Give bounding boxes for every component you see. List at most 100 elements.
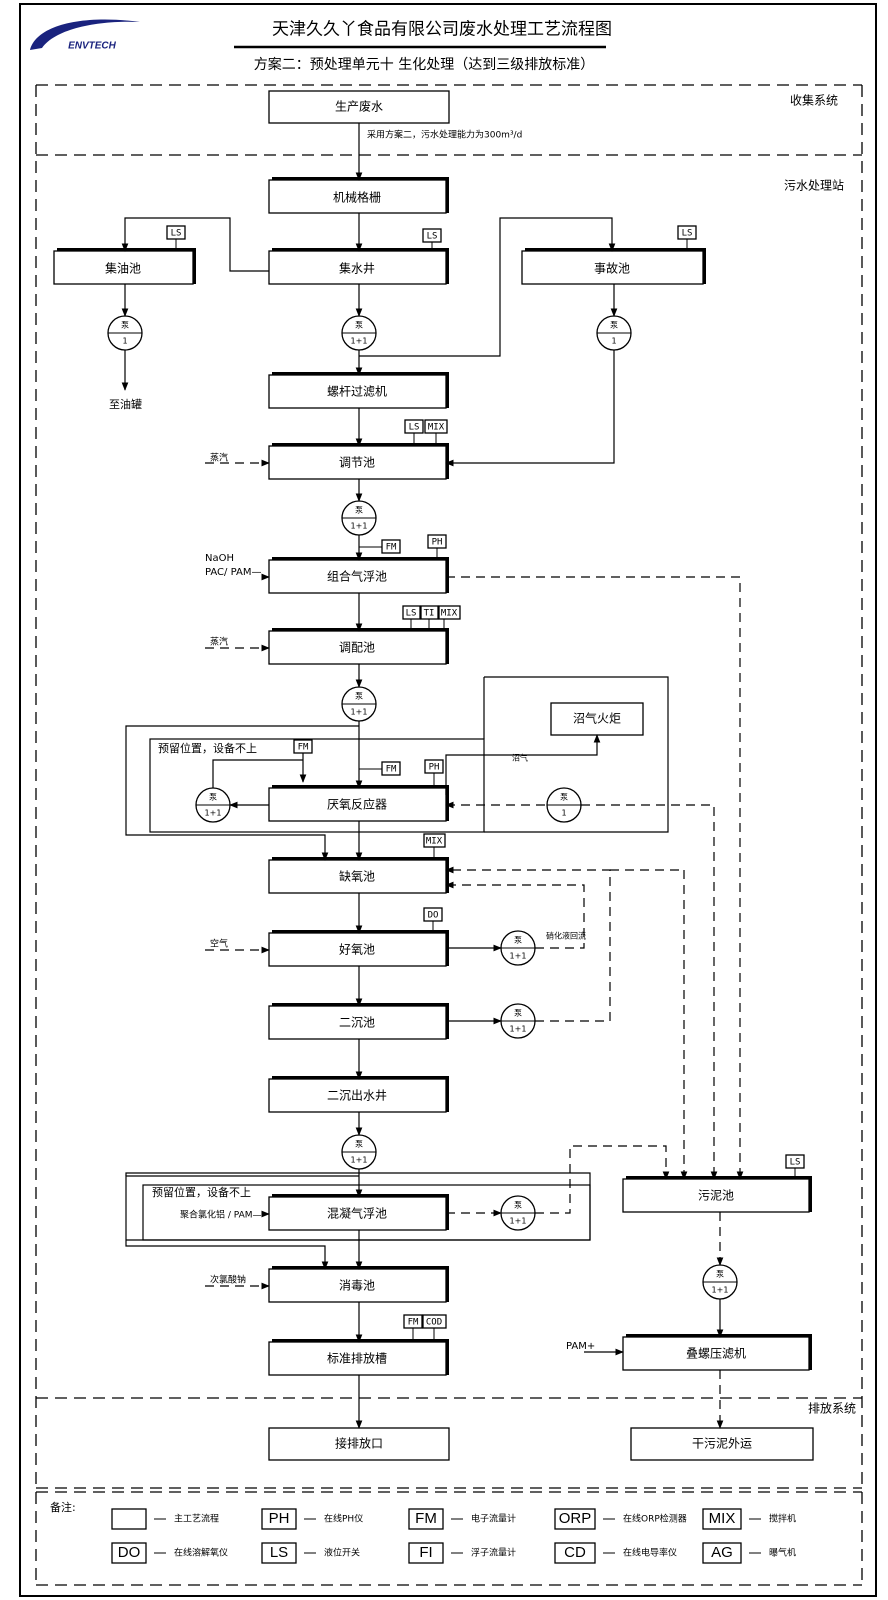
svg-text:调节池: 调节池 bbox=[339, 456, 375, 470]
unit-combined-flotation: 组合气浮池 bbox=[268, 557, 449, 594]
svg-text:MIX: MIX bbox=[709, 1510, 736, 1527]
legend-item-do: DO 在线溶解氧仪 bbox=[111, 1542, 228, 1564]
diagram-title: 天津久久丫食品有限公司废水处理工艺流程图 bbox=[272, 20, 612, 40]
svg-text:FI: FI bbox=[419, 1544, 432, 1561]
coag-chem-label: 聚合氯化铝 / PAM— bbox=[180, 1209, 262, 1221]
reserved-label-1: 预留位置，设备不上 bbox=[158, 741, 257, 755]
svg-text:泵: 泵 bbox=[209, 793, 217, 802]
unit-ph-adjust-tank: 调配池 bbox=[268, 628, 449, 665]
legend-item-fm: FM 电子流量计 bbox=[408, 1508, 516, 1530]
logo-text: ENVTECH bbox=[68, 41, 117, 52]
tag-ls: LS bbox=[422, 228, 442, 251]
unit-oil-trap: 集油池 bbox=[53, 248, 196, 285]
svg-text:缺氧池: 缺氧池 bbox=[339, 869, 375, 884]
unit-aerobic-tank: 好氧池 bbox=[268, 930, 449, 967]
unit-clarifier-outlet-well: 二沉出水井 bbox=[268, 1076, 449, 1113]
svg-text:泵: 泵 bbox=[560, 793, 568, 802]
pump-oil: 泵 1 bbox=[107, 315, 143, 351]
unit-screw-press: 叠螺压滤机 bbox=[622, 1334, 812, 1371]
reserved-label-2: 预留位置，设备不上 bbox=[152, 1185, 251, 1199]
unit-screw-filter: 螺杆过滤机 bbox=[268, 372, 449, 409]
pump-accident-tank: 泵 1 bbox=[596, 315, 632, 351]
svg-text:事故池: 事故池 bbox=[594, 261, 630, 276]
svg-text:MIX: MIX bbox=[426, 837, 443, 847]
svg-text:好氧池: 好氧池 bbox=[339, 943, 375, 957]
svg-text:COD: COD bbox=[426, 1318, 442, 1328]
tag-do: DO bbox=[423, 907, 443, 933]
unit-sludge-tank: 污泥池 bbox=[622, 1176, 812, 1213]
svg-text:TI: TI bbox=[424, 609, 435, 619]
unit-discharge-outlet: 接排放口 bbox=[268, 1427, 450, 1461]
nitrified-return-label: 硝化液回流 bbox=[546, 931, 586, 941]
svg-text:1: 1 bbox=[122, 337, 127, 346]
flow-note: 采用方案二，污水处理能力为300m³/d bbox=[367, 129, 522, 141]
tag-ti: TI bbox=[420, 605, 439, 631]
svg-text:AG: AG bbox=[711, 1544, 733, 1561]
tag-ls: LS bbox=[402, 605, 421, 631]
svg-text:集水井: 集水井 bbox=[339, 261, 375, 276]
section-discharge: 排放系统 bbox=[808, 1401, 856, 1416]
unit-dry-sludge: 干污泥外运 bbox=[630, 1427, 814, 1461]
svg-text:1: 1 bbox=[611, 337, 616, 346]
svg-text:泵: 泵 bbox=[514, 936, 522, 945]
svg-text:1+1: 1+1 bbox=[510, 952, 527, 961]
steam-label-1: 蒸汽 bbox=[210, 452, 228, 464]
unit-mechanical-screen: 机械格栅 bbox=[268, 177, 449, 214]
pump-sludge-feed: 泵 1+1 bbox=[702, 1264, 738, 1300]
svg-text:二沉池: 二沉池 bbox=[339, 1016, 375, 1030]
tag-ls: LS bbox=[785, 1154, 805, 1179]
unit-production-wastewater: 生产废水 bbox=[268, 90, 450, 124]
svg-text:曝气机: 曝气机 bbox=[769, 1547, 796, 1559]
svg-text:主工艺流程: 主工艺流程 bbox=[174, 1513, 219, 1525]
pump-clarifier-outlet: 泵 1+1 bbox=[341, 1134, 377, 1170]
svg-text:1+1: 1+1 bbox=[351, 1156, 368, 1165]
svg-text:泵: 泵 bbox=[716, 1270, 724, 1279]
legend-item-process: 主工艺流程 bbox=[111, 1508, 219, 1530]
pump-coag-sludge: 泵 1+1 bbox=[500, 1195, 536, 1231]
svg-text:PH: PH bbox=[429, 763, 440, 773]
svg-text:集油池: 集油池 bbox=[105, 261, 141, 276]
unit-biogas-flare: 沼气火炬 bbox=[550, 702, 644, 736]
svg-text:螺杆过滤机: 螺杆过滤机 bbox=[327, 385, 387, 399]
tag-cod: COD bbox=[422, 1314, 447, 1342]
svg-text:DO: DO bbox=[118, 1544, 141, 1561]
steam-label-2: 蒸汽 bbox=[210, 636, 228, 648]
svg-text:泵: 泵 bbox=[610, 321, 618, 330]
legend: 备注: 主工艺流程 PH 在线PH仪 FM 电子流量计 ORP 在线ORP检测器… bbox=[50, 1500, 796, 1564]
svg-text:LS: LS bbox=[406, 609, 417, 619]
svg-text:污泥池: 污泥池 bbox=[698, 1189, 734, 1203]
svg-text:LS: LS bbox=[427, 232, 438, 242]
tag-mix: MIX bbox=[438, 605, 461, 631]
svg-text:DO: DO bbox=[428, 911, 439, 921]
pump-equalization: 泵 1+1 bbox=[341, 500, 377, 536]
svg-text:接排放口: 接排放口 bbox=[335, 1436, 383, 1451]
svg-text:FM: FM bbox=[298, 743, 309, 753]
pump-nitrate-return: 泵 1+1 bbox=[500, 930, 536, 966]
svg-text:二沉出水井: 二沉出水井 bbox=[327, 1089, 387, 1103]
svg-text:泵: 泵 bbox=[355, 1140, 363, 1149]
svg-text:LS: LS bbox=[682, 229, 693, 239]
svg-text:消毒池: 消毒池 bbox=[339, 1279, 375, 1293]
tag-ls: LS bbox=[677, 225, 697, 251]
svg-text:FM: FM bbox=[415, 1510, 437, 1527]
legend-item-ph: PH 在线PH仪 bbox=[261, 1508, 363, 1530]
svg-text:浮子流量计: 浮子流量计 bbox=[471, 1547, 516, 1559]
svg-text:1+1: 1+1 bbox=[351, 522, 368, 531]
unit-accident-tank: 事故池 bbox=[521, 248, 706, 285]
reserved-box-2 bbox=[142, 1184, 591, 1241]
svg-text:1+1: 1+1 bbox=[712, 1286, 729, 1295]
to-oil-tank-label: 至油罐 bbox=[109, 397, 142, 411]
svg-text:机械格栅: 机械格栅 bbox=[333, 190, 381, 205]
svg-text:电子流量计: 电子流量计 bbox=[471, 1513, 516, 1525]
svg-text:泵: 泵 bbox=[355, 692, 363, 701]
tag-ph: PH bbox=[424, 759, 444, 788]
svg-text:液位开关: 液位开关 bbox=[324, 1547, 360, 1559]
tag-ls: LS bbox=[166, 225, 186, 251]
section-collection: 收集系统 bbox=[790, 93, 838, 108]
svg-text:组合气浮池: 组合气浮池 bbox=[327, 569, 387, 584]
svg-text:泵: 泵 bbox=[121, 321, 129, 330]
air-label: 空气 bbox=[210, 938, 228, 950]
svg-text:混凝气浮池: 混凝气浮池 bbox=[327, 1206, 387, 1221]
tag-mix: MIX bbox=[423, 833, 446, 860]
